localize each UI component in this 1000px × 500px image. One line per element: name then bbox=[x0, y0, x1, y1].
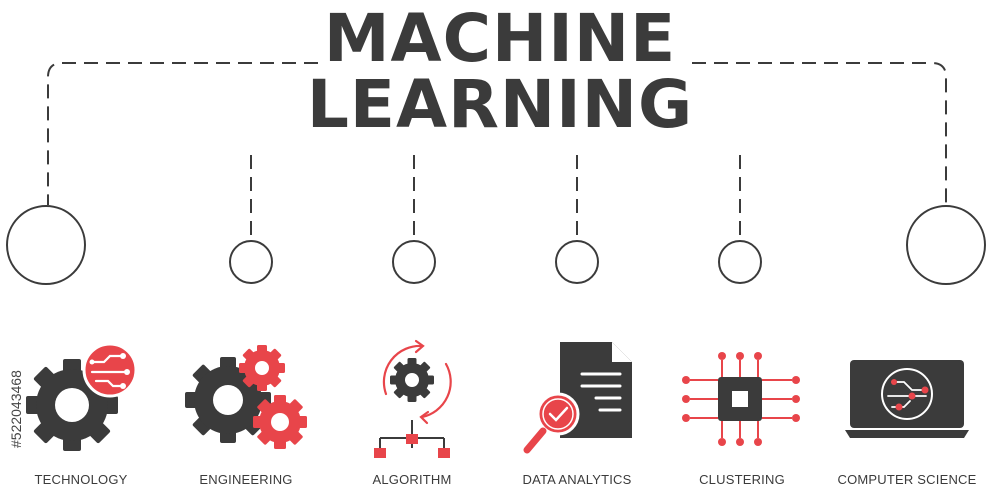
laptop-circuit-icon bbox=[845, 360, 969, 438]
algorithm-node-circle bbox=[392, 240, 436, 284]
watermark-text: #522043468 bbox=[8, 370, 24, 448]
label-algorithm: ALGORITHM bbox=[372, 472, 452, 487]
label-data-analytics: DATA ANALYTICS bbox=[522, 472, 632, 487]
chip-icon bbox=[682, 352, 800, 446]
gear-circuit-icon bbox=[26, 342, 138, 451]
gears-icon bbox=[185, 345, 307, 449]
title-line-2: LEARNING bbox=[306, 66, 694, 143]
data-analytics-node-circle bbox=[555, 240, 599, 284]
computer-science-node-circle bbox=[906, 205, 986, 285]
watermark-id: #522043468 bbox=[4, 262, 28, 462]
label-clustering: CLUSTERING bbox=[699, 472, 785, 487]
technology-node-circle bbox=[6, 205, 86, 285]
title-line-1: MACHINE bbox=[323, 0, 677, 77]
label-engineering: ENGINEERING bbox=[199, 472, 293, 487]
engineering-node-circle bbox=[229, 240, 273, 284]
left-bracket-line bbox=[47, 62, 318, 205]
right-bracket-line bbox=[692, 62, 947, 205]
gear-cycle-flowchart-icon bbox=[374, 339, 452, 458]
label-computer-science: COMPUTER SCIENCE bbox=[837, 472, 977, 487]
label-technology: TECHNOLOGY bbox=[34, 472, 128, 487]
clustering-node-circle bbox=[718, 240, 762, 284]
document-magnifier-icon bbox=[523, 342, 632, 454]
